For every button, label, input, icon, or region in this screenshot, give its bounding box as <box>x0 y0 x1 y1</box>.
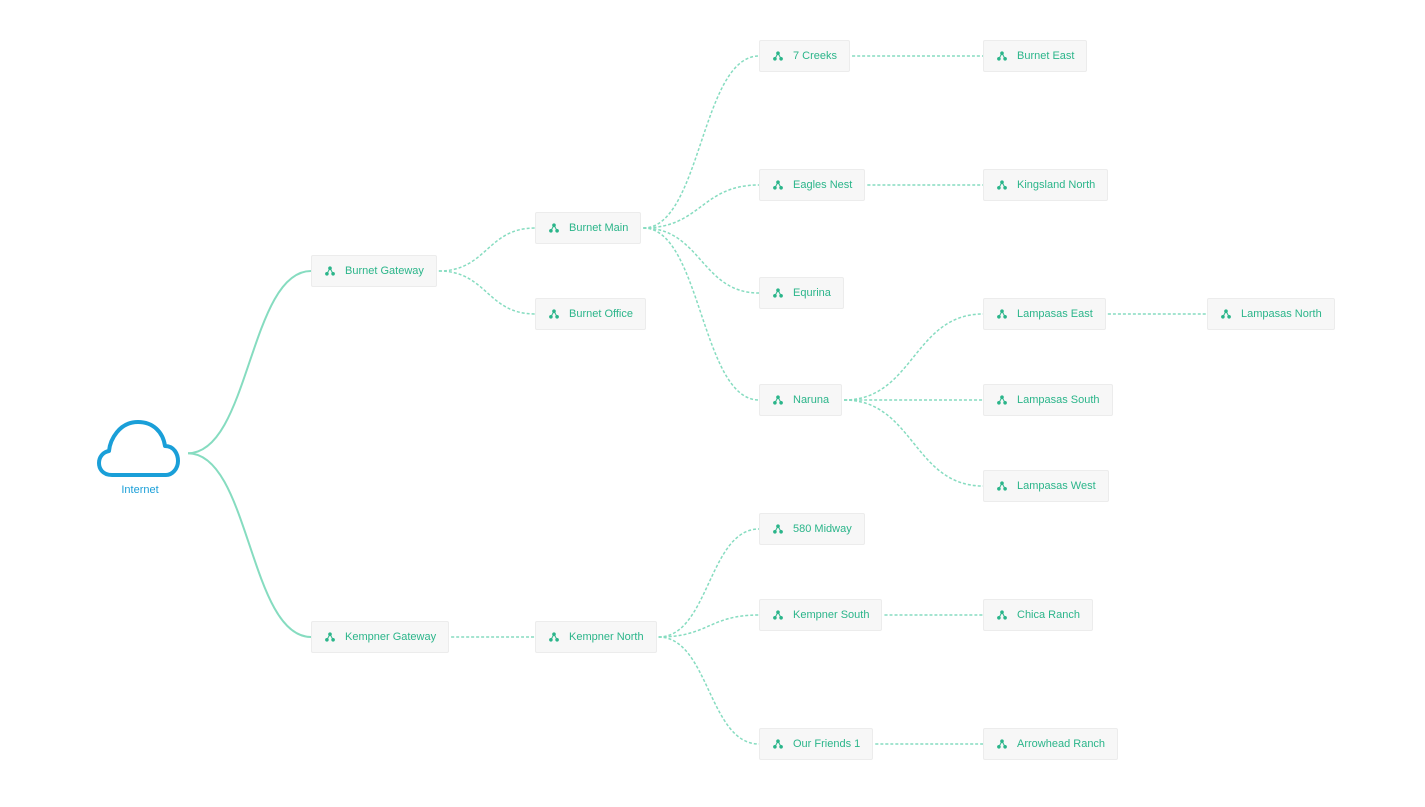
node-label: Naruna <box>793 394 830 406</box>
node-kempner-gateway[interactable]: Kempner Gateway <box>311 621 450 653</box>
network-node-icon <box>549 223 559 233</box>
node-label: Eagles Nest <box>793 179 853 191</box>
network-node-icon <box>997 309 1007 319</box>
network-node-icon <box>997 610 1007 620</box>
link-kempner-north-to-580-midway <box>658 528 760 638</box>
link-burnet-main-to-equrina <box>643 227 760 294</box>
network-node-icon <box>773 395 783 405</box>
node-label: Our Friends 1 <box>793 738 861 750</box>
network-node-icon <box>773 610 783 620</box>
network-node-icon <box>773 288 783 298</box>
node-burnet-gateway[interactable]: Burnet Gateway <box>311 255 437 287</box>
link-kempner-north-to-kempner-south <box>658 614 760 638</box>
node-label: Lampasas East <box>1017 308 1093 320</box>
network-node-icon <box>549 309 559 319</box>
node-kingsland-north[interactable]: Kingsland North <box>983 169 1109 201</box>
node-label: Kempner North <box>569 631 644 643</box>
network-node-icon <box>997 51 1007 61</box>
node-label: Kingsland North <box>1017 179 1096 191</box>
node-7-creeks[interactable]: 7 Creeks <box>759 40 851 72</box>
node-lampasas-north[interactable]: Lampasas North <box>1207 298 1335 330</box>
node-burnet-east[interactable]: Burnet East <box>983 40 1088 72</box>
internet-root-node[interactable]: Internet <box>96 418 184 500</box>
node-label: Burnet Office <box>569 308 633 320</box>
node-kempner-north[interactable]: Kempner North <box>535 621 657 653</box>
node-label: Kempner South <box>793 609 870 621</box>
network-node-icon <box>773 739 783 749</box>
network-node-icon <box>773 524 783 534</box>
node-burnet-main[interactable]: Burnet Main <box>535 212 642 244</box>
internet-label: Internet <box>121 484 159 496</box>
node-580-midway[interactable]: 580 Midway <box>759 513 865 545</box>
node-label: Kempner Gateway <box>345 631 437 643</box>
node-label: Arrowhead Ranch <box>1017 738 1106 750</box>
node-label: 7 Creeks <box>793 50 838 62</box>
node-label: Lampasas North <box>1241 308 1322 320</box>
network-node-icon <box>325 266 335 276</box>
link-kempner-north-to-our-friends-1 <box>658 636 760 745</box>
node-naruna[interactable]: Naruna <box>759 384 843 416</box>
link-naruna-to-lampasas-west <box>844 399 984 487</box>
node-equrina[interactable]: Equrina <box>759 277 844 309</box>
node-label: Lampasas West <box>1017 480 1096 492</box>
node-label: Burnet Gateway <box>345 265 424 277</box>
link-burnet-main-to-naruna <box>643 227 760 401</box>
node-chica-ranch[interactable]: Chica Ranch <box>983 599 1093 631</box>
link-burnet-main-to-eagles-nest <box>643 184 760 229</box>
node-lampasas-south[interactable]: Lampasas South <box>983 384 1113 416</box>
node-our-friends-1[interactable]: Our Friends 1 <box>759 728 874 760</box>
node-eagles-nest[interactable]: Eagles Nest <box>759 169 866 201</box>
network-node-icon <box>1221 309 1231 319</box>
network-node-icon <box>773 51 783 61</box>
network-node-icon <box>997 739 1007 749</box>
link-burnet-gateway-to-burnet-main <box>438 227 536 272</box>
link-burnet-gateway-to-burnet-office <box>438 270 536 315</box>
node-arrowhead-ranch[interactable]: Arrowhead Ranch <box>983 728 1119 760</box>
node-label: Burnet Main <box>569 222 629 234</box>
link-burnet-main-to-7-creeks <box>643 55 760 229</box>
node-label: Lampasas South <box>1017 394 1100 406</box>
link-internet-to-kempner-gateway <box>187 452 312 638</box>
network-node-icon <box>997 395 1007 405</box>
link-internet-to-burnet-gateway <box>187 270 312 455</box>
node-label: Equrina <box>793 287 831 299</box>
node-label: Burnet East <box>1017 50 1075 62</box>
node-label: Chica Ranch <box>1017 609 1080 621</box>
network-node-icon <box>325 632 335 642</box>
cloud-icon <box>97 420 180 477</box>
node-burnet-office[interactable]: Burnet Office <box>535 298 646 330</box>
network-node-icon <box>997 481 1007 491</box>
network-node-icon <box>997 180 1007 190</box>
node-lampasas-west[interactable]: Lampasas West <box>983 470 1109 502</box>
node-label: 580 Midway <box>793 523 852 535</box>
node-kempner-south[interactable]: Kempner South <box>759 599 883 631</box>
link-naruna-to-lampasas-east <box>844 313 984 401</box>
node-lampasas-east[interactable]: Lampasas East <box>983 298 1106 330</box>
network-node-icon <box>773 180 783 190</box>
network-node-icon <box>549 632 559 642</box>
